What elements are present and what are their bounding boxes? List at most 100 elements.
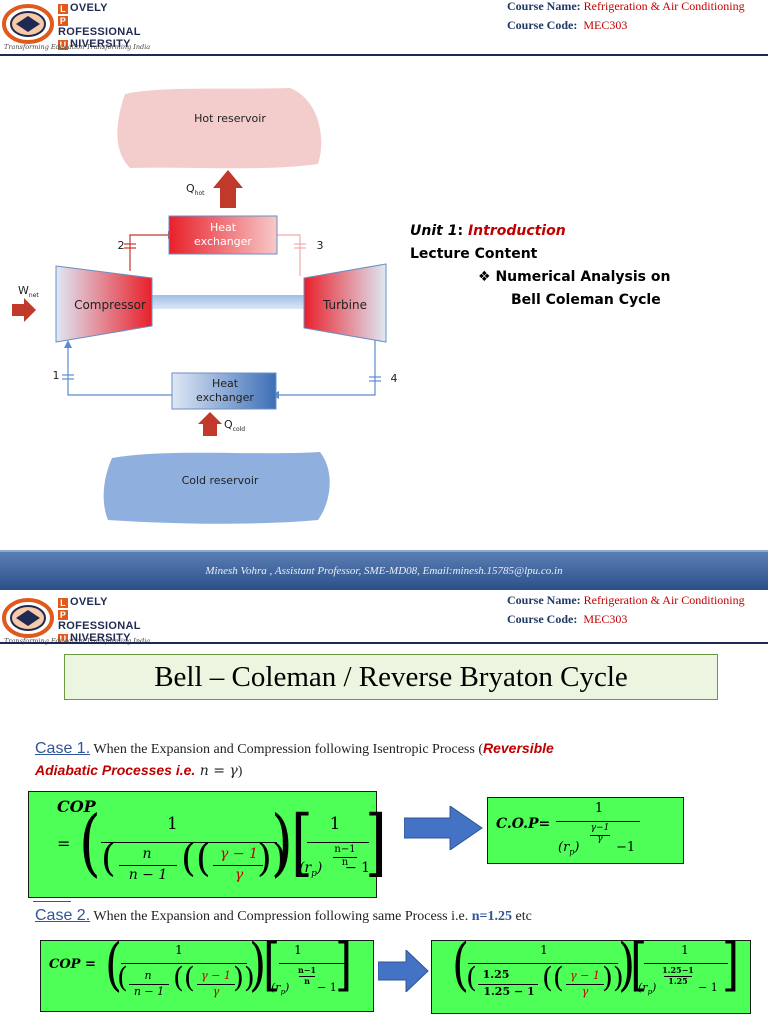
f3-paren-left: ( — [105, 932, 123, 999]
q-cold-label: Qcold — [224, 418, 264, 437]
f3-paren-right: ) — [249, 932, 267, 999]
f3-one-b: 1 — [294, 943, 302, 957]
arrow-right-icon-2 — [378, 950, 429, 992]
f4-bar-b — [644, 963, 728, 965]
logo-cap-p: P — [58, 16, 68, 26]
f4-gamma-minus-1: γ − 1 — [570, 969, 600, 982]
bullet-diamond-icon: ❖ — [478, 269, 491, 285]
formula-box-case2-numeric: ( 1 ( 1.25 1.25 − 1 (( γ − 1 γ )) ) [ 1 … — [431, 933, 751, 1014]
f4-rp-open: (r — [638, 981, 648, 994]
f1-gparen-close: )) — [257, 836, 287, 880]
case-1-red-1: Reversible — [482, 740, 554, 756]
f3-equals: = — [84, 957, 96, 972]
course-code-label-2: Course Code: — [507, 612, 578, 626]
f3-bracket-right: ] — [335, 932, 353, 999]
q-cold-sub: cold — [232, 426, 246, 434]
f3-gamma: γ — [212, 985, 220, 998]
state-point-3: 3 — [316, 239, 324, 252]
f4-bracket-left: [ — [630, 932, 648, 999]
f1-n: n — [142, 846, 152, 862]
f3-bar-exp — [299, 976, 315, 977]
f3-n-minus-1: n − 1 — [133, 985, 165, 998]
footer-text: Minesh Vohra , Assistant Professor, SME-… — [205, 565, 563, 577]
case-1-description: Case 1. When the Expansion and Compressi… — [35, 738, 554, 782]
f3-exp-den: n — [304, 976, 310, 986]
case-1-text: When the Expansion and Compression follo… — [90, 742, 483, 757]
state-point-2: 2 — [117, 239, 125, 252]
f3-bar-g — [197, 984, 235, 985]
f1-rp: (rp) — [299, 860, 322, 879]
w-net-label: Wnet — [18, 284, 48, 303]
f3-one-a: 1 — [175, 943, 183, 957]
unit-info: Unit 1: Introduction Lecture Content ❖ N… — [410, 220, 670, 312]
logo-line-2: ROFESSIONAL — [58, 26, 141, 38]
q-hot-main: Q — [186, 182, 195, 195]
case-2-text: When the Expansion and Compression follo… — [90, 909, 472, 924]
footer-bar: Minesh Vohra , Assistant Professor, SME-… — [0, 550, 768, 590]
f1-gamma-minus-1: γ − 1 — [220, 846, 258, 862]
f2-exp-den: γ — [597, 834, 603, 844]
f3-rp-sub: p — [280, 988, 286, 997]
f4-rp: (rp) — [638, 981, 656, 996]
f1-rp-open: (r — [299, 860, 312, 876]
logo2-cap-p: P — [58, 610, 68, 620]
f1-bracket-left: [ — [291, 801, 313, 886]
f3-bracket-left: [ — [263, 932, 281, 999]
f4-bracket-right: ] — [722, 932, 740, 999]
f1-bar-exp — [333, 857, 357, 858]
f4-exp-den: 1.25 — [668, 976, 688, 986]
f2-bar-exp — [590, 835, 610, 836]
formula-box-case2-general: COP = ( 1 ( n n − 1 (( γ − 1 γ )) ) [ 1 … — [40, 933, 374, 1012]
bullet-line-1: Numerical Analysis on — [495, 269, 671, 285]
course-name-value-2: Refrigeration & Air Conditioning — [583, 593, 745, 607]
heat-exchanger-bottom-box — [171, 372, 277, 410]
q-hot-sub: hot — [194, 190, 205, 198]
pipe-3 — [277, 234, 301, 276]
bell-coleman-diagram — [12, 88, 387, 524]
f2-rp-sub: p — [569, 847, 575, 857]
f1-bar-a — [101, 842, 277, 844]
course-name-value: Refrigeration & Air Conditioning — [583, 0, 745, 13]
hot-reservoir-cloud — [117, 88, 322, 169]
f2-rp: (rp) — [558, 840, 580, 857]
slide-title-box: Bell – Coleman / Reverse Bryaton Cycle — [64, 654, 718, 700]
f1-rp-sub: p — [311, 868, 317, 879]
f1-bracket-right: ] — [365, 801, 387, 886]
case-1-red-2: Adiabatic Processes i.e. — [35, 762, 196, 778]
f4-paren-right: ) — [618, 932, 636, 999]
course-code-value-2: MEC303 — [583, 612, 628, 626]
logo-tagline: Transforming Education Transforming Indi… — [4, 43, 151, 51]
f1-one-a: 1 — [167, 814, 178, 834]
pipe-1 — [67, 348, 172, 396]
f1-gamma: γ — [234, 867, 244, 883]
f1-exp-num: n−1 — [334, 844, 356, 855]
shaft — [152, 295, 304, 309]
f3-cop: COP = — [49, 957, 96, 972]
f3-bar-b — [279, 963, 345, 965]
pipe-4 — [279, 340, 376, 396]
logo-cap-u: U — [58, 40, 68, 50]
unit-label: Unit 1 — [410, 223, 458, 239]
f4-125m1: 1.25 − 1 — [483, 985, 535, 998]
compressor-label: Compressor — [74, 298, 146, 312]
f1-den-paren: ( — [101, 836, 116, 880]
w-net-sub: net — [28, 292, 39, 300]
heat-exchanger-top-box — [168, 215, 278, 255]
course-code-label: Course Code: — [507, 18, 578, 32]
cold-reservoir-label: Cold reservoir — [181, 474, 259, 487]
f1-bar-n — [119, 865, 177, 867]
f1-equals: = — [57, 834, 71, 853]
f3-gamma-minus-1: γ − 1 — [201, 969, 231, 982]
course-name-label-2: Course Name: — [507, 593, 581, 607]
state-point-4: 4 — [390, 372, 398, 385]
f3-exp-num: n−1 — [297, 965, 317, 975]
f3-rp: (rp) — [271, 981, 289, 996]
f3-rp-open: (r — [271, 981, 281, 994]
arrow-right-icon-1 — [404, 806, 483, 850]
compressor-shape — [55, 265, 153, 343]
f3-rp-close: ) — [285, 981, 290, 994]
f4-gparen: (( — [542, 961, 564, 994]
q-cold-arrow-icon — [198, 412, 222, 436]
heat-exchanger-bottom-label: Heat exchanger — [196, 377, 254, 404]
f4-paren-left: ( — [452, 932, 470, 999]
